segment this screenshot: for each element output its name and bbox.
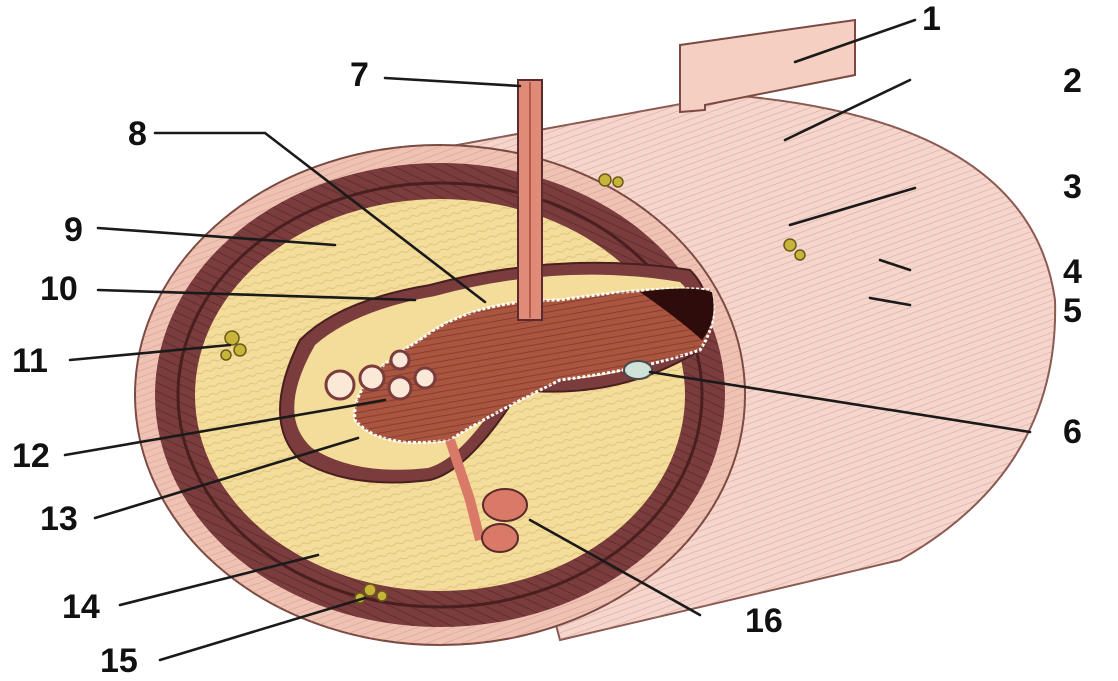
blood-vessel xyxy=(624,361,652,379)
label-2: 2 xyxy=(1063,62,1082,100)
label-5: 5 xyxy=(1063,292,1082,330)
label-7: 7 xyxy=(350,56,369,94)
label-12: 12 xyxy=(12,437,50,475)
inserted-duct xyxy=(518,80,542,320)
label-10: 10 xyxy=(40,270,78,308)
label-1: 1 xyxy=(922,0,941,38)
label-11: 11 xyxy=(12,342,48,380)
label-14: 14 xyxy=(62,588,100,626)
label-13: 13 xyxy=(40,500,78,538)
label-6: 6 xyxy=(1063,413,1082,451)
label-4: 4 xyxy=(1063,253,1082,291)
label-15: 15 xyxy=(100,642,138,680)
label-8: 8 xyxy=(128,115,147,153)
label-9: 9 xyxy=(64,211,83,249)
label-3: 3 xyxy=(1063,168,1082,206)
label-16: 16 xyxy=(745,602,783,640)
